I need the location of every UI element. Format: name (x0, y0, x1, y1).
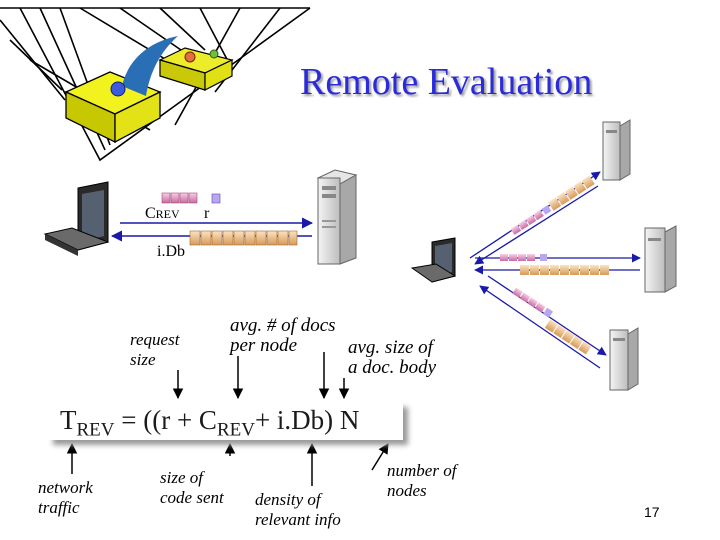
density-label: density of relevant info (255, 490, 341, 530)
page-number: 17 (644, 504, 660, 520)
density-line2: relevant info (255, 510, 341, 529)
c-rev-base: C (145, 205, 156, 222)
avg-docs-line2: per node (230, 335, 298, 356)
c-rev-packets (161, 192, 221, 204)
avg-docs-label: avg. # of docs per node (230, 316, 336, 356)
number-nodes-label: number of nodes (387, 461, 456, 501)
size-code-label: size of code sent (160, 468, 224, 508)
idb-label: i.Db (157, 243, 185, 260)
formula-part2: + i.Db) N (254, 405, 360, 435)
request-size-line2: size (130, 350, 156, 369)
network-traffic-line2: traffic (38, 498, 80, 517)
formula-c-sub: REV (216, 419, 255, 441)
server-tower-icon (316, 169, 358, 265)
right-laptop-icon (410, 237, 457, 283)
remote-server-bottom-icon (609, 327, 639, 391)
formula-box (48, 402, 403, 440)
remote-server-top-icon (602, 119, 631, 181)
pyramid-illustration (0, 7, 311, 162)
avg-size-line2: a doc. body (348, 357, 437, 378)
slide-title: Remote Evaluation (300, 61, 593, 103)
avg-docs-line1: avg. # of docs (230, 315, 336, 336)
avg-size-label: avg. size of a doc. body (348, 338, 436, 378)
formula-t: T (60, 405, 77, 435)
c-rev-label: CREV (145, 205, 180, 223)
remote-server-middle-icon (644, 225, 677, 293)
number-nodes-line2: nodes (387, 481, 427, 500)
right-packets (500, 175, 609, 355)
network-traffic-label: network traffic (38, 478, 93, 518)
request-size-line1: request (130, 330, 180, 349)
formula-part1: = ((r + C (114, 405, 217, 435)
avg-size-line1: avg. size of (348, 337, 433, 358)
r-label: r (204, 205, 210, 222)
density-line1: density of (255, 490, 321, 509)
formula: TREV = ((r + CREV+ i.Db) N (60, 403, 359, 447)
number-nodes-line1: number of (387, 461, 457, 480)
idb-packets (189, 230, 298, 246)
network-traffic-line1: network (38, 478, 93, 497)
size-code-line2: code sent (160, 488, 224, 507)
c-rev-sub: REV (155, 207, 180, 221)
client-laptop-icon (43, 181, 110, 256)
formula-t-sub: REV (76, 419, 115, 441)
request-size-label: request size (130, 330, 179, 370)
size-code-line1: size of (160, 468, 203, 487)
